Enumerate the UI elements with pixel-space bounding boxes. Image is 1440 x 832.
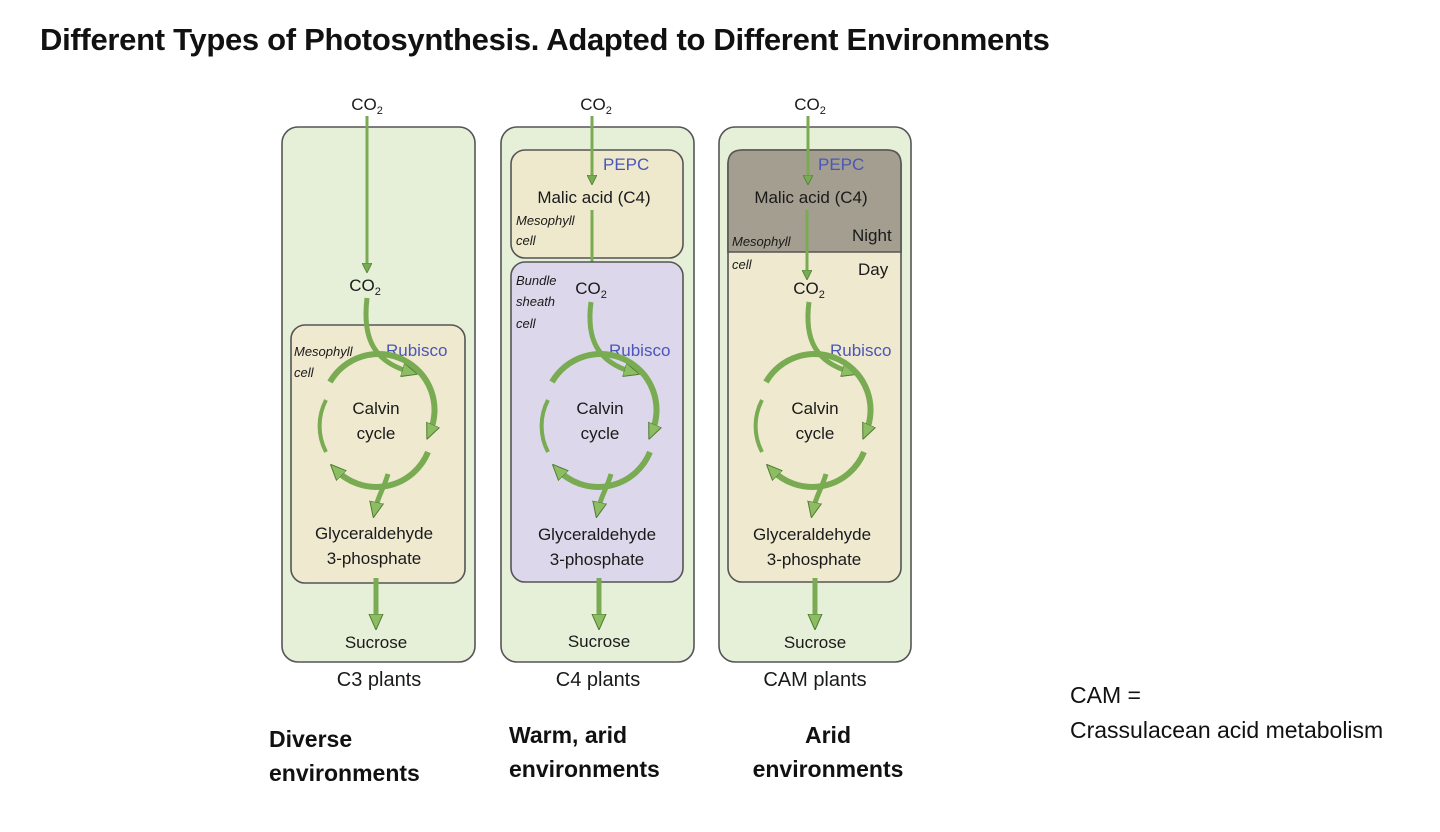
cam-pepc: PEPC <box>818 155 864 174</box>
c3-mesophyll-cell <box>290 324 466 584</box>
c3-entry-arrow <box>363 297 410 372</box>
c4-co2-inner: CO2 <box>575 279 607 301</box>
cam-environment: Arid environments <box>745 718 911 786</box>
c4-cycle-label: cycle <box>581 424 620 443</box>
c4-panel: CO2 PEPC Malic acid (C4) Mesophyll cell … <box>500 95 695 691</box>
c3-plant-label: C3 plants <box>337 669 422 691</box>
c4-calvin-label: Calvin <box>576 399 623 418</box>
c4-plant-label: C4 plants <box>556 669 641 691</box>
c3-cell-label: Mesophyll <box>294 344 354 359</box>
cam-co2-top: CO2 <box>794 95 826 117</box>
cam-calvin-arc-left <box>753 399 764 453</box>
cam-environment-line2: environments <box>752 756 904 782</box>
cam-product-2: 3-phosphate <box>767 550 862 569</box>
cam-night-region <box>727 149 902 253</box>
c4-mesophyll-cell <box>510 149 684 259</box>
cam-note-line2: Crassulacean acid metabolism <box>1070 717 1384 743</box>
c3-environment-line1: Diverse <box>269 726 353 752</box>
c3-panel: CO2 CO2 Mesophyll cell Rubisco Calvin cy… <box>281 95 476 691</box>
page-title: Different Types of Photosynthesis. Adapt… <box>40 22 1050 57</box>
c3-sucrose: Sucrose <box>345 633 407 652</box>
cam-night-label: Night <box>852 226 892 245</box>
c3-product-2: 3-phosphate <box>327 549 422 568</box>
c4-output-arrow <box>598 473 614 510</box>
c3-rubisco: Rubisco <box>386 341 447 360</box>
c4-calvin-arc-left <box>539 399 550 453</box>
c4-rubisco: Rubisco <box>609 341 670 360</box>
c4-pepc: PEPC <box>603 155 649 174</box>
c3-environment-line2: environments <box>269 760 420 786</box>
c4-bundle-label-3: cell <box>516 316 537 331</box>
c3-calvin-arc-left <box>317 399 328 453</box>
cam-rubisco: Rubisco <box>830 341 891 360</box>
c3-cell-label-2: cell <box>294 365 315 380</box>
cam-calvin-arc-top <box>763 350 871 432</box>
cam-mesophyll-label-2: cell <box>732 257 753 272</box>
c4-product-1: Glyceraldehyde <box>538 525 656 544</box>
cam-malic: Malic acid (C4) <box>754 188 867 207</box>
c3-cycle-label: cycle <box>357 424 396 443</box>
cam-mesophyll-label: Mesophyll <box>732 234 792 249</box>
cam-sucrose: Sucrose <box>784 633 846 652</box>
c4-bundle-label: Bundle <box>516 273 556 288</box>
c4-environment: Warm, arid environments <box>509 718 660 786</box>
cam-panel: CO2 PEPC Malic acid (C4) Mesophyll cell … <box>718 95 912 691</box>
cam-day-label: Day <box>858 260 889 279</box>
cam-environment-line1: Arid <box>805 722 851 748</box>
c3-calvin-arc-bottom <box>336 450 431 490</box>
c3-environment: Diverse environments <box>269 722 420 790</box>
c4-environment-line2: environments <box>509 756 660 782</box>
c4-mesophyll-label: Mesophyll <box>516 213 576 228</box>
c3-calvin-arc-top <box>327 350 435 432</box>
c3-co2-top: CO2 <box>351 95 383 117</box>
cam-entry-arrow <box>805 301 850 372</box>
cam-co2-inner: CO2 <box>793 279 825 301</box>
cam-plant-label: CAM plants <box>763 669 866 691</box>
c4-mesophyll-label-2: cell <box>516 233 537 248</box>
c3-output-arrow <box>375 473 391 510</box>
cam-calvin-label: Calvin <box>791 399 838 418</box>
cam-cycle-label: cycle <box>796 424 835 443</box>
c4-malic: Malic acid (C4) <box>537 188 650 207</box>
c4-calvin-arc-top <box>549 350 657 432</box>
c3-co2-inner: CO2 <box>349 276 381 298</box>
cam-note-line1: CAM = <box>1070 682 1141 708</box>
c4-co2-top: CO2 <box>580 95 612 117</box>
cam-product-1: Glyceraldehyde <box>753 525 871 544</box>
c4-environment-line1: Warm, arid <box>509 722 628 748</box>
c4-entry-arrow <box>587 301 632 372</box>
c3-calvin-label: Calvin <box>352 399 399 418</box>
c4-product-2: 3-phosphate <box>550 550 645 569</box>
c4-bundle-label-2: sheath <box>516 294 555 309</box>
c4-sucrose: Sucrose <box>568 632 630 651</box>
cam-definition-note: CAM = Crassulacean acid metabolism <box>1070 678 1383 748</box>
cam-output-arrow <box>813 473 829 510</box>
c3-product-1: Glyceraldehyde <box>315 524 433 543</box>
